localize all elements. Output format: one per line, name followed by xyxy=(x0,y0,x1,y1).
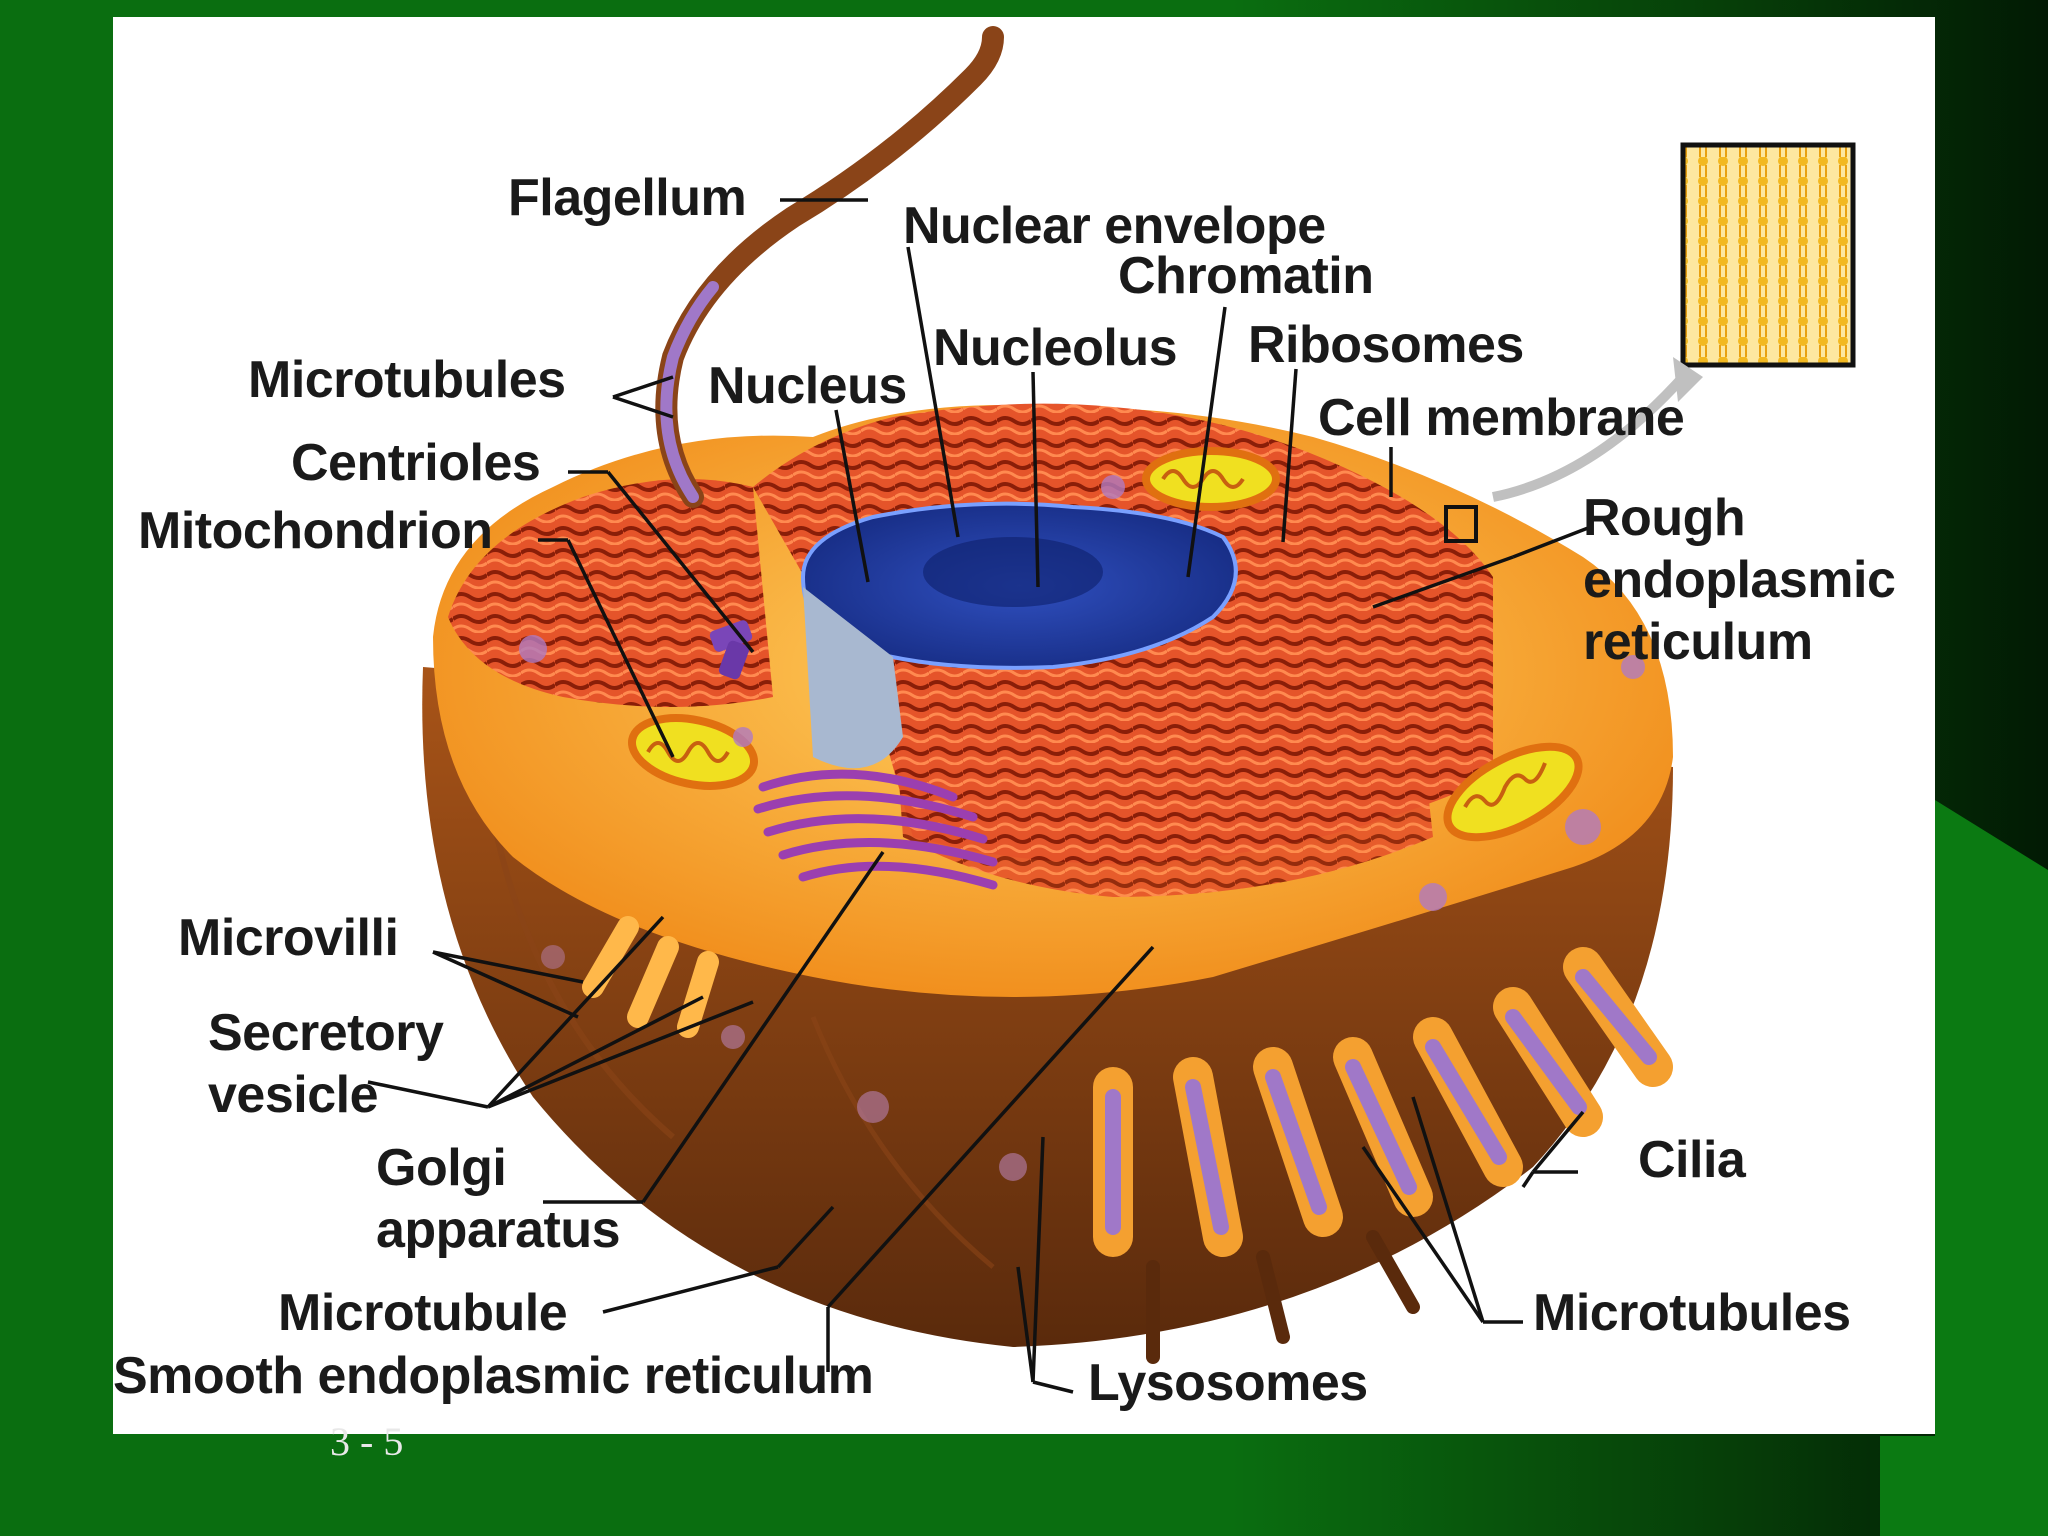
label-flagellum: Flagellum xyxy=(508,169,747,227)
centrioles-illustration xyxy=(709,620,753,680)
label-smooth-er: Smooth endoplasmic reticulum xyxy=(113,1347,874,1405)
label-mitochondrion: Mitochondrion xyxy=(138,502,493,560)
label-centrioles: Centrioles xyxy=(291,434,541,492)
label-cell-membrane: Cell membrane xyxy=(1318,389,1685,447)
label-nucleolus: Nucleolus xyxy=(933,319,1178,377)
label-chromatin: Chromatin xyxy=(1118,247,1374,305)
slide-number: 3 - 5 xyxy=(330,1419,404,1464)
label-secretory-vesicle: Secretory vesicle xyxy=(208,1004,444,1124)
cilia-illustration xyxy=(1093,947,1673,1364)
label-microtubule: Microtubule xyxy=(278,1284,568,1342)
diagram-panel: Flagellum Nuclear envelope Chromatin Nuc… xyxy=(113,17,1935,1434)
nucleus-illustration xyxy=(800,501,1238,769)
flagellum-illustration xyxy=(655,26,1004,508)
microvilli-illustration xyxy=(582,916,719,1038)
label-golgi-apparatus: Golgi apparatus xyxy=(376,1139,621,1259)
label-rough-er: Rough endoplasmic reticulum xyxy=(1583,489,1896,671)
animal-cell-illustration xyxy=(367,26,1856,1394)
label-cilia: Cilia xyxy=(1638,1131,1746,1189)
label-ribosomes: Ribosomes xyxy=(1248,316,1524,374)
label-microtubules-top: Microtubules xyxy=(248,351,566,409)
membrane-inset xyxy=(1444,142,1856,543)
label-nucleus: Nucleus xyxy=(708,357,907,415)
label-lysosomes: Lysosomes xyxy=(1088,1354,1368,1412)
mitochondria-illustration xyxy=(627,447,1583,842)
golgi-illustration xyxy=(753,769,998,890)
label-microvilli: Microvilli xyxy=(178,909,399,967)
leader-lines xyxy=(367,198,1589,1394)
label-nuclear-envelope: Nuclear envelope xyxy=(903,197,1326,255)
vesicles-illustration xyxy=(519,475,1645,911)
label-microtubules-bottom: Microtubules xyxy=(1533,1284,1851,1342)
